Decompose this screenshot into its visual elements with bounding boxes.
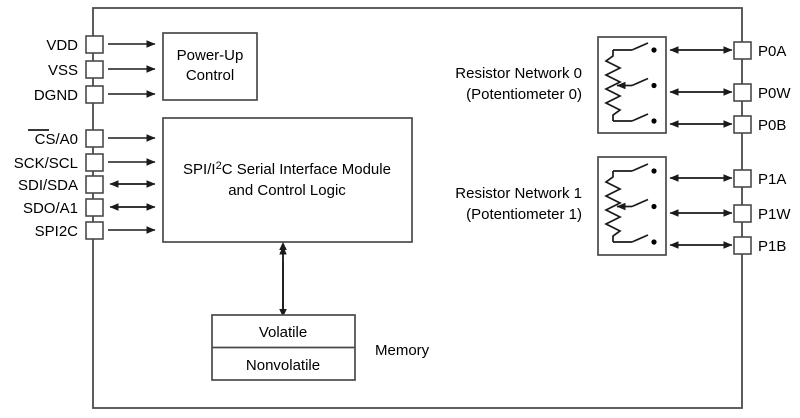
power-up-line2: Control bbox=[186, 67, 234, 84]
pin-label-vss: VSS bbox=[48, 62, 78, 79]
pin-label-cs-a0: CS/A0 bbox=[28, 129, 78, 148]
pin-pad-dgnd bbox=[85, 85, 104, 104]
pin-pad-p1a bbox=[733, 169, 752, 188]
pin-label-p1w: P1W bbox=[758, 206, 791, 223]
serial-interface-line1: SPI/I2C Serial Interface Module bbox=[183, 160, 391, 178]
pin-pad-sck-scl bbox=[85, 153, 104, 172]
network-0-line2: (Potentiometer 0) bbox=[466, 86, 582, 103]
pin-label-sdi-sda: SDI/SDA bbox=[18, 177, 78, 194]
resistor-network-0-label: Resistor Network 0 (Potentiometer 0) bbox=[455, 65, 582, 103]
resistor-network-0 bbox=[597, 36, 667, 134]
pin-pad-spi2c bbox=[85, 221, 104, 240]
memory-block bbox=[211, 314, 356, 381]
serial-interface-line2: and Control Logic bbox=[228, 182, 346, 199]
pin-label-p1a: P1A bbox=[758, 171, 786, 188]
network-1-line2: (Potentiometer 1) bbox=[466, 206, 582, 223]
network-1-line1: Resistor Network 1 bbox=[455, 185, 582, 202]
pin-label-sdo-a1: SDO/A1 bbox=[23, 200, 78, 217]
serial-interface-block bbox=[162, 117, 413, 312]
pin-label-p0a: P0A bbox=[758, 43, 786, 60]
left-pin-pads bbox=[85, 35, 104, 240]
pin-pad-p0b bbox=[733, 115, 752, 134]
memory-to-interface-wire bbox=[279, 242, 287, 317]
pin-label-dgnd: DGND bbox=[34, 87, 78, 104]
network-0-line1: Resistor Network 0 bbox=[455, 65, 582, 82]
pin-label-vdd: VDD bbox=[46, 37, 78, 54]
pin-label-p0b: P0B bbox=[758, 117, 786, 134]
pin-pad-p1b bbox=[733, 236, 752, 255]
serial-interface-prefix: SPI/I bbox=[183, 161, 216, 178]
pin-pad-vss bbox=[85, 60, 104, 79]
pin-pad-sdi-sda bbox=[85, 175, 104, 194]
power-up-control-block bbox=[162, 32, 258, 101]
memory-volatile-label: Volatile bbox=[259, 324, 307, 341]
right-pin-labels: P0A P0W P0B P1A P1W P1B bbox=[758, 43, 791, 255]
serial-interface-suffix: C Serial Interface Module bbox=[222, 161, 391, 178]
pin-label-p0w: P0W bbox=[758, 85, 791, 102]
memory-labels: Volatile Nonvolatile Memory bbox=[246, 324, 430, 374]
left-pin-wires bbox=[108, 40, 156, 234]
pin-label-cs-suffix: /A0 bbox=[55, 131, 78, 148]
resistor-network-1 bbox=[597, 156, 667, 256]
pin-label-spi2c: SPI2C bbox=[35, 223, 79, 240]
memory-caption: Memory bbox=[375, 342, 430, 359]
right-pin-wires bbox=[669, 46, 733, 249]
pin-pad-p0a bbox=[733, 41, 752, 60]
pin-label-cs-overline-text: CS bbox=[35, 131, 56, 148]
pin-pad-vdd bbox=[85, 35, 104, 54]
chip-outline bbox=[92, 7, 743, 409]
pin-label-sck-scl: SCK/SCL bbox=[14, 155, 78, 172]
pin-pad-p0w bbox=[733, 83, 752, 102]
resistor-network-1-label: Resistor Network 1 (Potentiometer 1) bbox=[455, 185, 582, 223]
pin-pad-sdo-a1 bbox=[85, 198, 104, 217]
power-up-line1: Power-Up bbox=[177, 47, 244, 64]
left-pin-labels: VDD VSS DGND CS/A0 SCK/SCL SDI/SDA SDO/A… bbox=[14, 37, 78, 240]
pin-label-p1b: P1B bbox=[758, 238, 786, 255]
right-pin-pads bbox=[733, 41, 752, 255]
serial-interface-superscript: 2 bbox=[216, 160, 222, 172]
svg-text:CS/A0: CS/A0 bbox=[35, 131, 78, 148]
pin-pad-cs-a0 bbox=[85, 129, 104, 148]
pin-pad-p1w bbox=[733, 204, 752, 223]
serial-interface-label: SPI/I2C Serial Interface Module and Cont… bbox=[183, 160, 391, 199]
memory-nonvolatile-label: Nonvolatile bbox=[246, 357, 320, 374]
power-up-control-label: Power-Up Control bbox=[177, 47, 244, 84]
